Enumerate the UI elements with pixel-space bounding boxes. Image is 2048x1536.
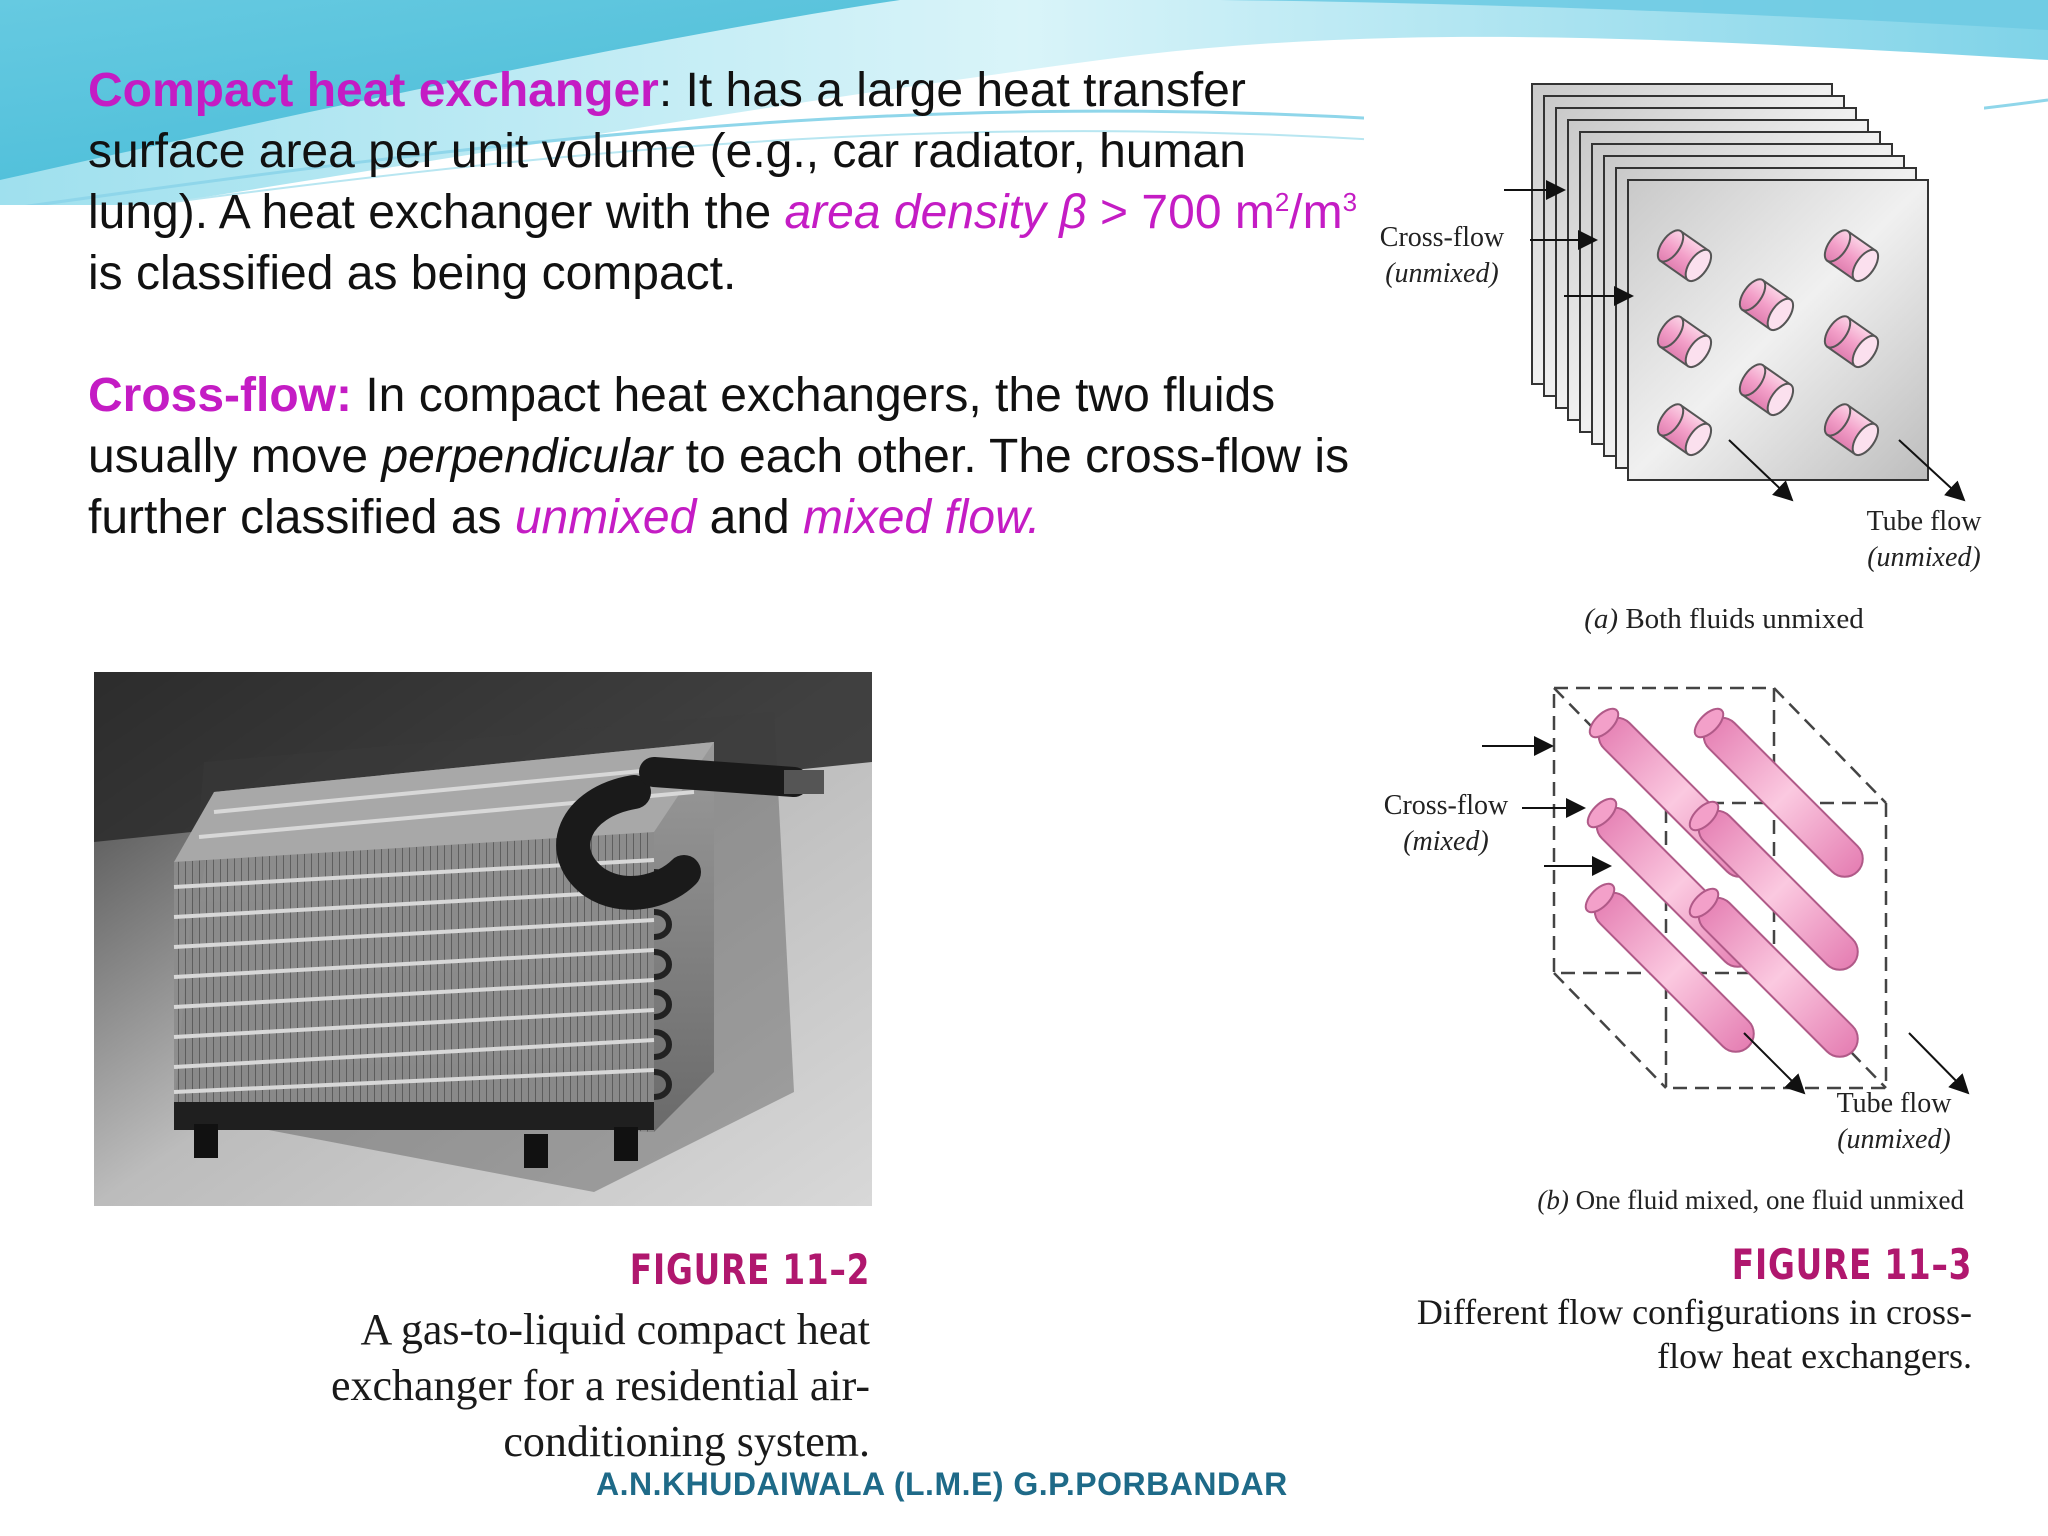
figure-11-3-caption: Different flow configurations in cross-f… xyxy=(1416,1292,1972,1376)
a-sub-caption: (a) Both fluids unmixed xyxy=(1584,603,1864,635)
figure-11-3: Cross-flow (unmixed) Tube flow (unmixed)… xyxy=(1364,68,1984,1388)
paragraph-compact: Compact heat exchanger: It has a large h… xyxy=(88,64,1358,300)
body-text: Compact heat exchanger: It has a large h… xyxy=(88,60,1368,548)
a-tube-flow-mode: (unmixed) xyxy=(1867,542,1981,573)
figure-11-2: FIGURE 11–2 A gas-to-liquid compact heat… xyxy=(82,660,890,1490)
figure-11-2-caption: A gas-to-liquid compact heat exchanger f… xyxy=(330,1305,870,1466)
b-cross-flow-label: Cross-flow xyxy=(1384,790,1509,821)
a-cross-flow-mode: (unmixed) xyxy=(1385,258,1499,289)
b-tube-flow-label: Tube flow xyxy=(1837,1088,1953,1119)
b-sub-caption: (b) One fluid mixed, one fluid unmixed xyxy=(1537,1185,1964,1215)
heat-exchanger-photo xyxy=(94,672,872,1206)
figure-11-3-label: FIGURE 11–3 xyxy=(1731,1240,1972,1289)
a-cross-flow-label: Cross-flow xyxy=(1380,222,1505,253)
term-cross-flow: Cross-flow: xyxy=(88,369,352,422)
figure-11-2-label: FIGURE 11–2 xyxy=(629,1245,870,1294)
b-tube-flow-mode: (unmixed) xyxy=(1837,1124,1951,1155)
paragraph-cross-flow: Cross-flow: In compact heat exchangers, … xyxy=(88,369,1350,544)
a-tube-flow-label: Tube flow xyxy=(1867,506,1983,537)
footer-author: A.N.KHUDAIWALA (L.M.E) G.P.PORBANDAR xyxy=(596,1466,1288,1502)
diagram-one-mixed: Cross-flow (mixed) Tube flow (unmixed) (… xyxy=(1384,686,1970,1215)
diagram-both-unmixed: Cross-flow (unmixed) Tube flow (unmixed)… xyxy=(1380,83,1983,635)
b-cross-flow-mode: (mixed) xyxy=(1403,826,1489,857)
term-compact-heat-exchanger: Compact heat exchanger xyxy=(88,64,659,117)
